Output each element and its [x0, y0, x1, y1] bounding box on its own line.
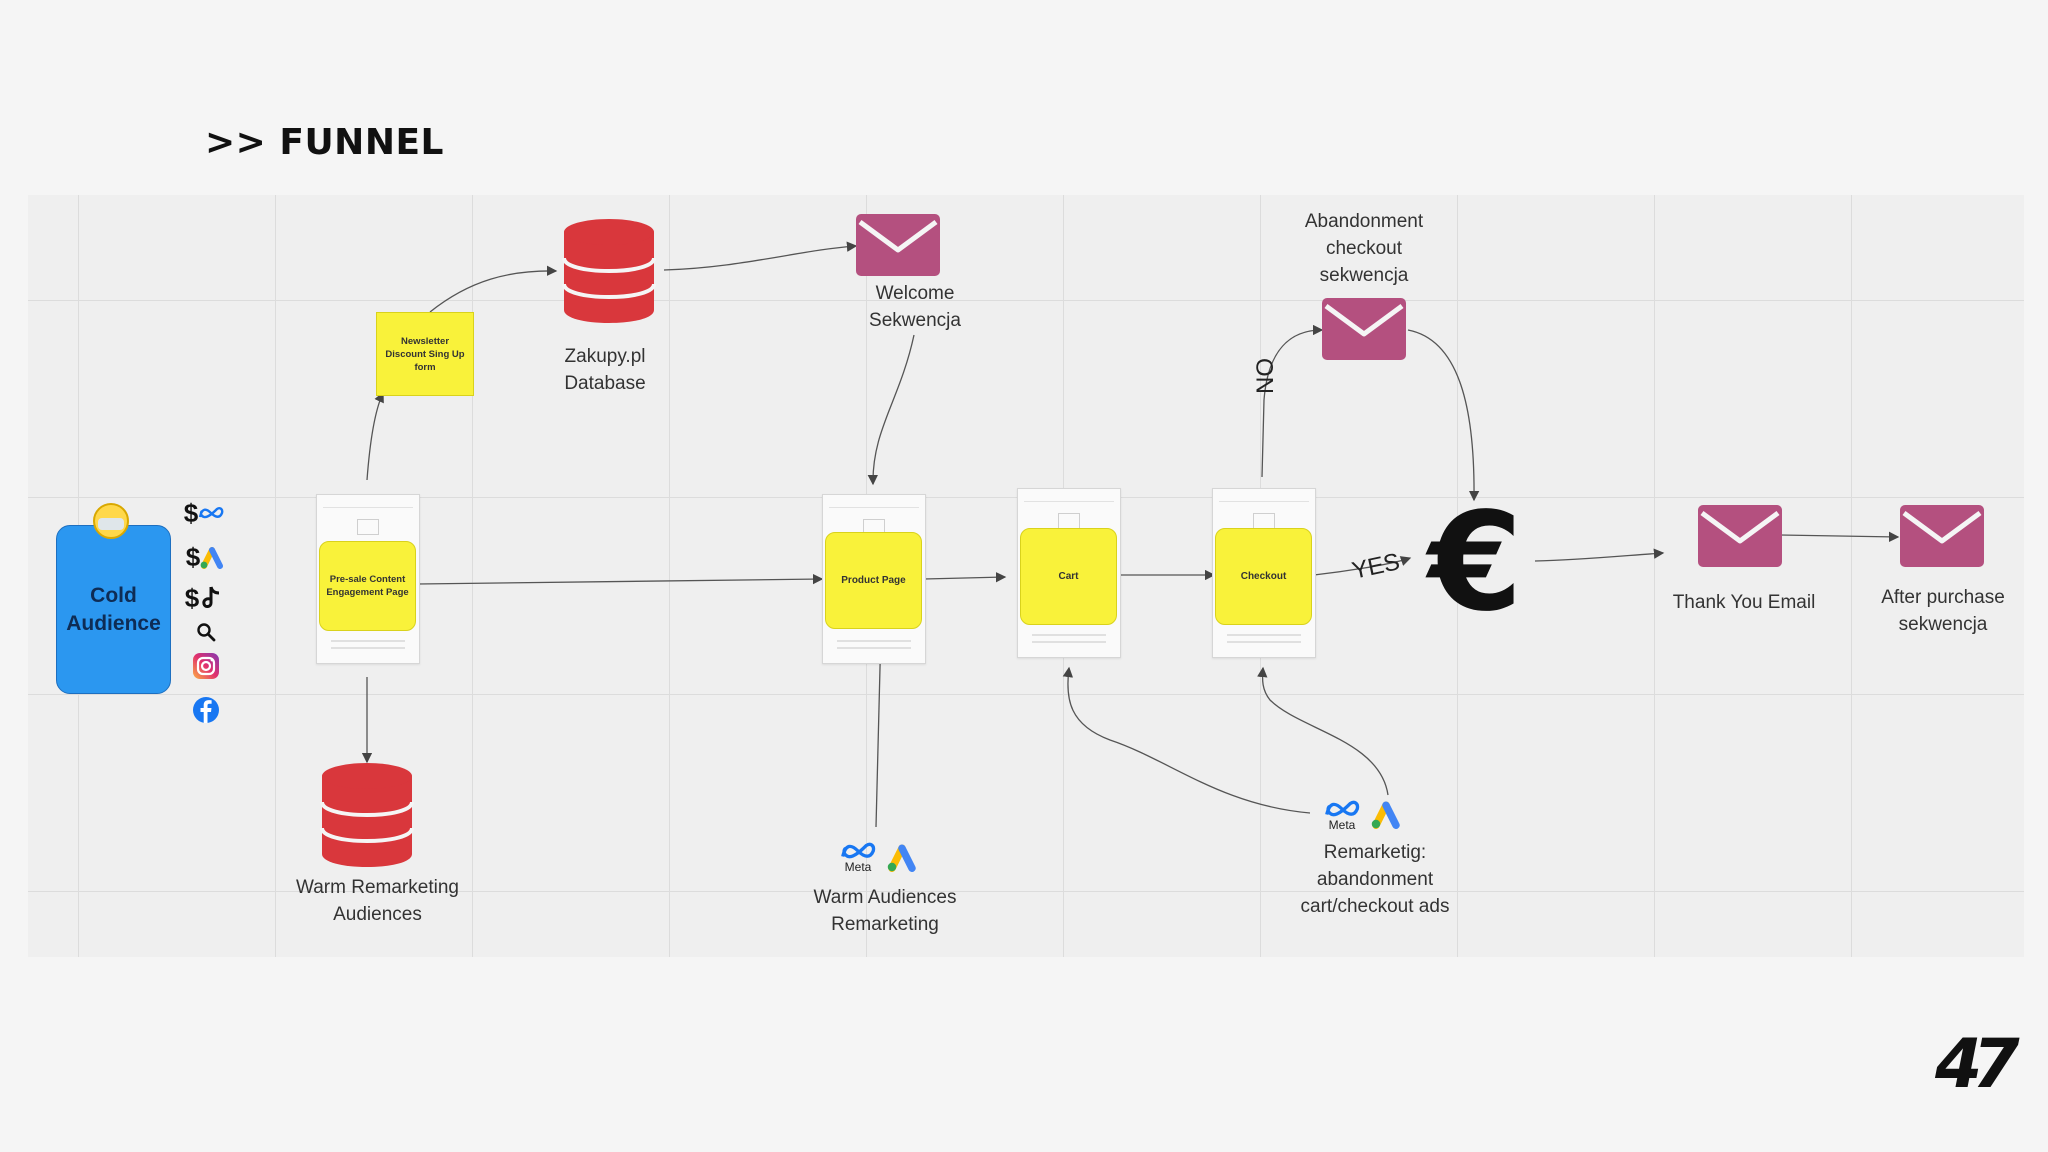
search-icon: [193, 620, 219, 644]
google-ads-icon: [886, 840, 918, 874]
grid-line: [28, 300, 2024, 301]
grid-line: [275, 195, 276, 957]
google-ads-icon: [1370, 797, 1402, 831]
brand-logo: 47: [1935, 1025, 2020, 1104]
dollar-sign-icon: $: [183, 497, 199, 528]
warm-remarketing-database-icon[interactable]: [320, 762, 414, 868]
no-branch-label: NO: [1252, 358, 1279, 394]
google-ads-logo-icon: [200, 547, 224, 569]
grid-line: [1457, 195, 1458, 957]
cold-audience-node[interactable]: Cold Audience: [56, 525, 171, 694]
meta-ads-icon: Meta: [1322, 796, 1362, 834]
product-page-label[interactable]: Product Page: [825, 532, 922, 629]
euro-purchase-icon: €: [1428, 484, 1523, 642]
meta-text: Meta: [844, 860, 872, 874]
grid-line: [472, 195, 473, 957]
welcome-sequence-label: Welcome Sekwencja: [869, 283, 961, 331]
tiktok-ads-paid-icon: $: [180, 580, 226, 616]
checkout-page-label[interactable]: Checkout: [1215, 528, 1312, 625]
grid-line: [1654, 195, 1655, 957]
meta-logo-icon: [199, 507, 224, 519]
meta-text: Meta: [1328, 818, 1356, 832]
meta-ads-paid-icon: $: [180, 496, 228, 530]
cart-page-label[interactable]: Cart: [1020, 528, 1117, 625]
thank-you-email-label: Thank You Email: [1672, 592, 1816, 613]
grid-line: [669, 195, 670, 957]
instagram-icon: [191, 651, 221, 681]
thank-you-email-envelope-icon[interactable]: [1698, 505, 1782, 567]
abandonment-sequence-label: Abandonment checkout sekwencja: [1304, 211, 1424, 286]
tiktok-logo-icon: [202, 586, 220, 608]
warm-audiences-remarketing-label: Warm Audiences Remarketing: [813, 887, 957, 935]
newsletter-form-sticky-note[interactable]: Newsletter Discount Sing Up form: [376, 312, 474, 396]
after-purchase-label: After purchase sekwencja: [1881, 587, 2005, 635]
remarketing-abandonment-label: Remarketig: abandonment cart/checkout ad…: [1300, 842, 1450, 917]
grid-line: [28, 891, 2024, 892]
dollar-sign-icon: $: [184, 582, 200, 613]
page-title: >> FUNNEL: [205, 122, 444, 163]
grid-line: [1851, 195, 1852, 957]
abandonment-email-envelope-icon[interactable]: [1322, 298, 1406, 360]
meta-ads-icon: Meta: [838, 838, 878, 876]
dollar-sign-icon: $: [185, 541, 201, 572]
grid-line: [28, 694, 2024, 695]
zakupy-database-icon[interactable]: [562, 218, 656, 324]
mask-icon: [98, 518, 124, 530]
welcome-email-envelope-icon[interactable]: [856, 214, 940, 276]
facebook-icon: [191, 695, 221, 725]
warm-remarketing-label: Warm Remarketing Audiences: [296, 877, 459, 925]
google-ads-paid-icon: $: [182, 540, 228, 574]
database-label: Zakupy.pl Database: [564, 346, 646, 394]
presale-page-label[interactable]: Pre-sale Content Engagement Page: [319, 541, 416, 631]
after-purchase-envelope-icon[interactable]: [1900, 505, 1984, 567]
